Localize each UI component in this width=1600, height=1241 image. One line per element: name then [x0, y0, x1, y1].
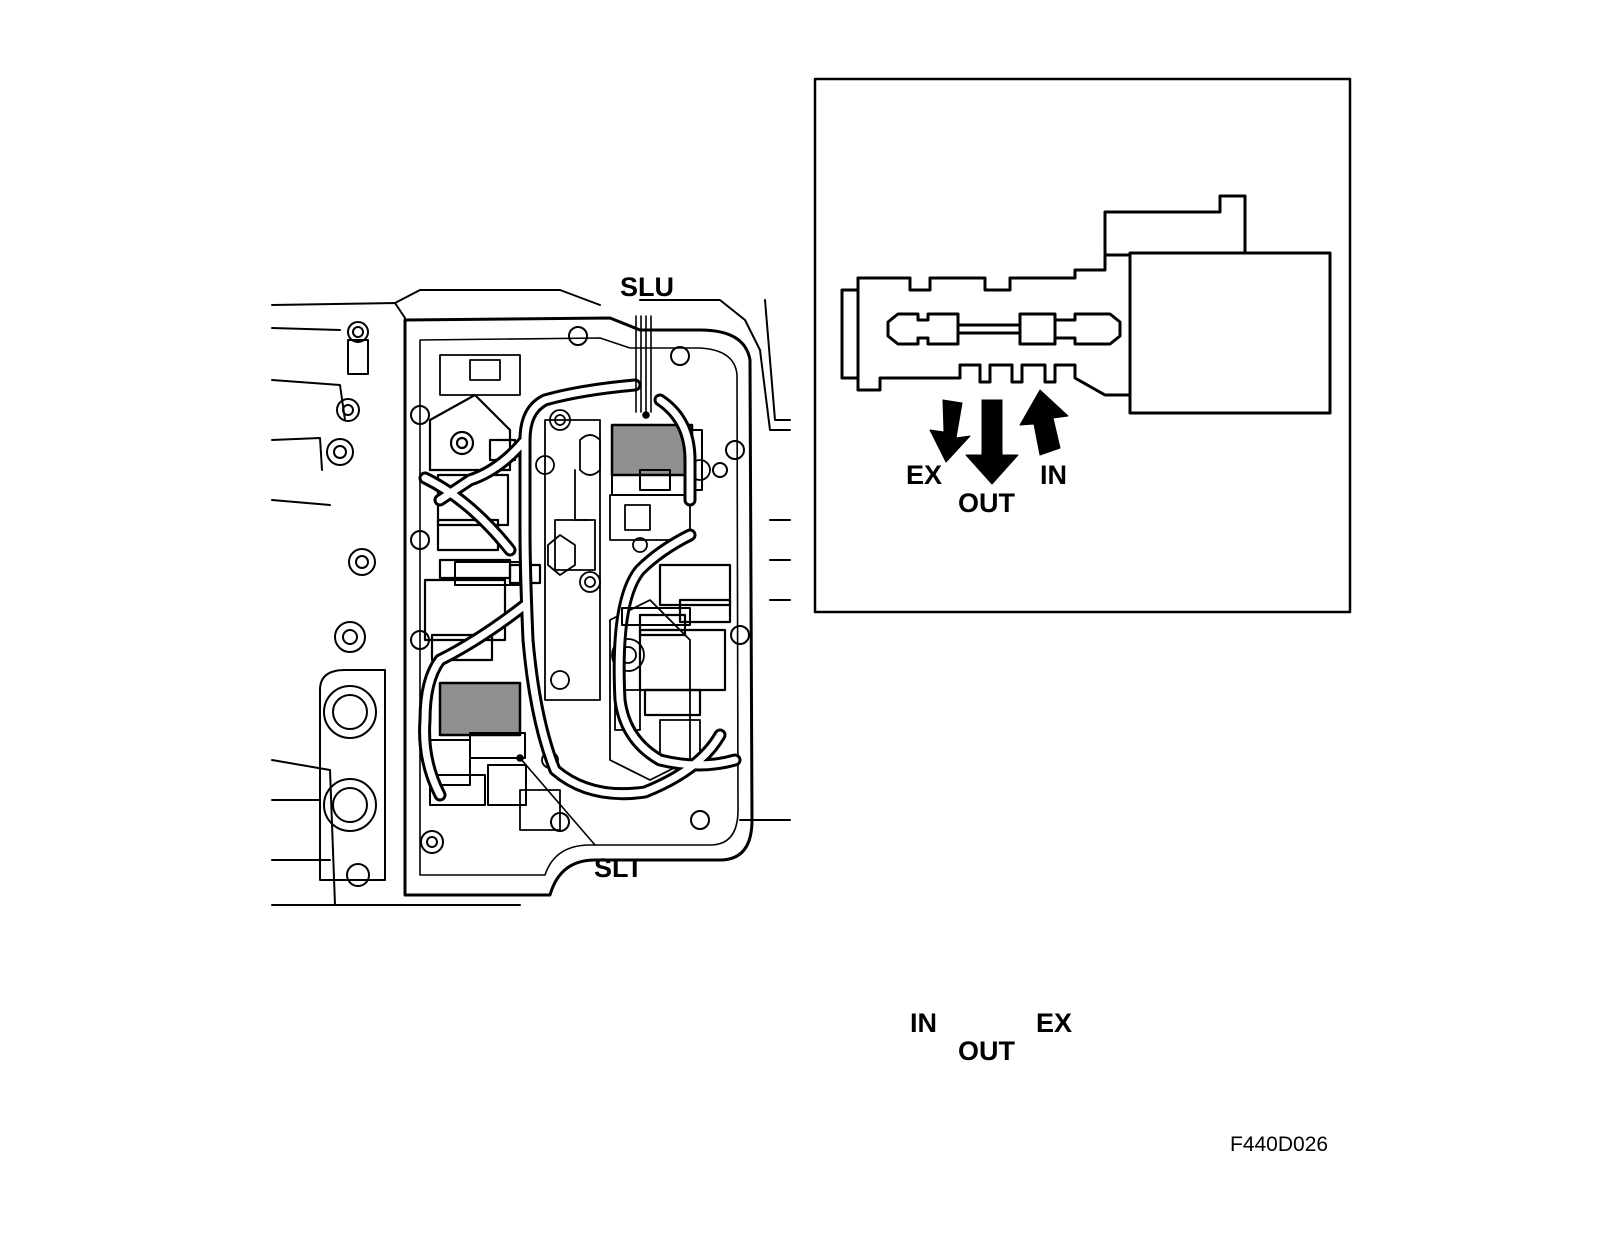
- slt-callout-label: SLT: [594, 853, 643, 883]
- case-bolts: [324, 322, 376, 886]
- plate-bolts: [411, 327, 749, 853]
- panel-top-port-arrows: [930, 390, 1068, 484]
- valve-body-internals: [440, 355, 710, 830]
- panel-top-frame: [815, 79, 1350, 612]
- callout-leaders: [517, 316, 651, 845]
- top-port-out-label: OUT: [958, 488, 1015, 518]
- figure-code: F440D026: [1230, 1133, 1329, 1156]
- bottom-port-out-label: OUT: [958, 1036, 1015, 1066]
- panel-top-solenoid-valve: [842, 196, 1330, 413]
- valve-body-illustration: [272, 290, 790, 905]
- slu-solenoid: [612, 425, 702, 495]
- out-arrow-down: [966, 400, 1018, 484]
- lower-housing: [320, 670, 385, 880]
- slt-solenoid: [430, 683, 526, 805]
- bottom-port-ex-label: EX: [1036, 1008, 1073, 1038]
- wire-harness: [425, 385, 735, 795]
- top-port-in-label: IN: [1040, 460, 1067, 490]
- right-solenoids: [640, 565, 730, 715]
- ex-arrow-down-left: [930, 400, 970, 462]
- panel-top: [815, 79, 1350, 612]
- valve-body-plate: [405, 318, 752, 895]
- top-port-ex-label: EX: [906, 460, 943, 490]
- slu-callout-label: SLU: [620, 272, 674, 302]
- in-arrow-up: [1020, 390, 1068, 455]
- bottom-port-in-label: IN: [910, 1008, 937, 1038]
